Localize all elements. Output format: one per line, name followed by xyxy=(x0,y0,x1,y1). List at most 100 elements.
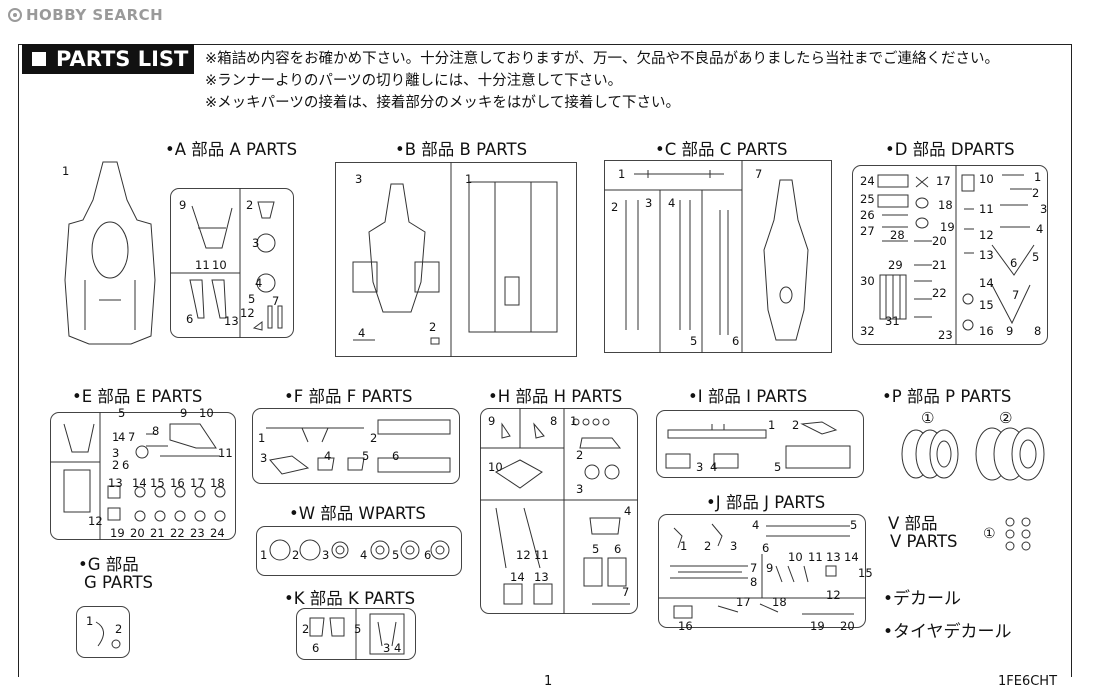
part-number: 5 xyxy=(362,449,370,463)
part-number: 28 xyxy=(890,228,905,242)
part-number: 14 xyxy=(979,276,994,290)
part-number: 6 xyxy=(762,541,770,555)
part-number: 1 xyxy=(112,430,120,444)
part-number: 17 xyxy=(190,476,205,490)
page-number: 1 xyxy=(544,674,553,689)
runner-h-parts-drawing xyxy=(480,408,638,614)
part-number: 1 xyxy=(618,167,626,181)
part-number: 4 xyxy=(358,326,366,340)
part-number: 13 xyxy=(224,314,239,328)
watermark: HOBBY SEARCH xyxy=(8,6,163,24)
part-number: 8 xyxy=(1034,324,1042,338)
section-title-j: •J 部品 J PARTS xyxy=(706,493,826,512)
part-number: 10 xyxy=(488,460,503,474)
part-number: 3 xyxy=(322,548,330,562)
tire-decal-label: •タイヤデカール xyxy=(883,622,1012,642)
part-number: 7 xyxy=(750,561,758,575)
runner-c-parts-drawing xyxy=(604,160,809,353)
part-number: 11 xyxy=(808,550,823,564)
tire-marker-1: ① xyxy=(921,409,935,427)
part-number: 6 xyxy=(614,542,622,556)
part-number: 5 xyxy=(1032,250,1040,264)
section-title-k: •K 部品 K PARTS xyxy=(284,589,416,608)
part-number: 26 xyxy=(860,208,875,222)
section-title-d: •D 部品 DPARTS xyxy=(885,140,1015,159)
part-number: 2 xyxy=(112,458,120,472)
part-number: 5 xyxy=(118,406,126,420)
hobby-search-logo-icon xyxy=(8,8,22,22)
tire-set-2-drawing xyxy=(975,427,1045,481)
runner-w-parts-drawing xyxy=(269,539,450,561)
part-number: 19 xyxy=(940,220,955,234)
notes: ※箱詰め内容をお確かめ下さい。十分注意しておりますが、万一、欠品や不良品がありま… xyxy=(205,48,999,114)
part-number: 17 xyxy=(936,174,951,188)
v-parts-drawing xyxy=(1005,517,1031,551)
section-title-c: •C 部品 C PARTS xyxy=(655,140,788,159)
part-number: 5 xyxy=(850,518,858,532)
part-number: 5 xyxy=(690,334,698,348)
runner-a xyxy=(170,188,294,338)
part-number: 13 xyxy=(979,248,994,262)
part-number: 14 xyxy=(844,550,859,564)
part-number: 11 xyxy=(979,202,994,216)
part-number: 6 xyxy=(392,449,400,463)
part-number: 6 xyxy=(424,548,432,562)
part-number: 19 xyxy=(110,526,125,540)
part-number: 8 xyxy=(152,424,160,438)
part-number: 21 xyxy=(150,526,165,540)
part-number: 7 xyxy=(622,585,630,599)
runner-f-parts-drawing xyxy=(266,419,451,475)
part-number: 3 xyxy=(383,641,391,655)
part-number: 3 xyxy=(645,196,653,210)
part-number: 6 xyxy=(186,312,194,326)
part-number: 16 xyxy=(170,476,185,490)
part-number: 8 xyxy=(750,575,758,589)
section-title-b: •B 部品 B PARTS xyxy=(395,140,528,159)
runner-e xyxy=(50,412,236,540)
part-number: 2 xyxy=(576,448,584,462)
part-number: 7 xyxy=(755,167,763,181)
part-number: 11 xyxy=(218,446,233,460)
part-number: 1 xyxy=(86,614,94,628)
part-number: 6 xyxy=(732,334,740,348)
runner-b xyxy=(335,162,577,357)
part-number: 16 xyxy=(678,619,693,633)
section-title-g-sub: G PARTS xyxy=(84,573,154,592)
part-number: 23 xyxy=(190,526,205,540)
part-a1-drawing xyxy=(64,161,156,345)
part-number: 4 xyxy=(324,449,332,463)
part-number: 10 xyxy=(212,258,227,272)
part-number: 5 xyxy=(392,548,400,562)
part-number: 4 xyxy=(255,276,263,290)
part-number: 1 xyxy=(258,431,266,445)
part-number: 1 xyxy=(1034,170,1042,184)
part-number: 18 xyxy=(938,198,953,212)
part-number: 2 xyxy=(611,200,619,214)
part-number: 10 xyxy=(788,550,803,564)
part-number: 31 xyxy=(885,314,900,328)
part-number: 27 xyxy=(860,224,875,238)
section-title-e: •E 部品 E PARTS xyxy=(72,387,203,406)
runner-k-parts-drawing xyxy=(309,608,405,660)
part-number: 11 xyxy=(534,548,549,562)
part-number: 4 xyxy=(668,196,676,210)
part-number: 6 xyxy=(312,641,320,655)
section-title-a: •A 部品 A PARTS xyxy=(165,140,298,159)
part-number: 1 xyxy=(465,172,473,186)
part-number: 9 xyxy=(766,561,774,575)
part-number: 22 xyxy=(170,526,185,540)
part-number: 8 xyxy=(550,414,558,428)
part-number: 2 xyxy=(370,431,378,445)
part-number: 24 xyxy=(860,174,875,188)
part-number: 24 xyxy=(210,526,225,540)
note-line: ※メッキパーツの接着は、接着部分のメッキをはがして接着して下さい。 xyxy=(205,95,680,111)
part-number: 3 xyxy=(576,482,584,496)
runner-f xyxy=(252,408,460,484)
part-number: 13 xyxy=(534,570,549,584)
part-number: 23 xyxy=(938,328,953,342)
part-number: 1 xyxy=(62,164,70,178)
part-number: 1 xyxy=(570,414,578,428)
runner-d-parts-drawing xyxy=(877,165,1035,345)
part-number: 19 xyxy=(810,619,825,633)
part-number: 4 xyxy=(624,504,632,518)
